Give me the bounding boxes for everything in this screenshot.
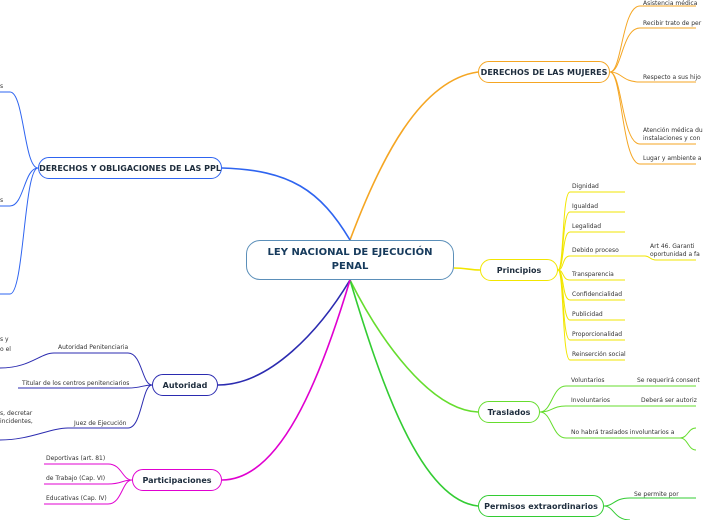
central-topic[interactable]: LEY NACIONAL DE EJECUCIÓN PENAL [246, 240, 454, 280]
leaf-autoridad-text-2[interactable]: o el [0, 346, 11, 353]
leaf-igualdad[interactable]: Igualdad [572, 203, 599, 210]
leaf-proporcionalidad[interactable]: Proporcionalidad [572, 331, 623, 338]
branch-derechos-obligaciones-ppl[interactable]: DERECHOS Y OBLIGACIONES DE LAS PPL [38, 157, 222, 179]
note-art-46-line1[interactable]: Art 46. Garanti [650, 243, 695, 250]
leaf-juez-ejecucion[interactable]: Juez de Ejecución [74, 420, 127, 427]
leaf-autoridad-text-1[interactable]: s y [0, 336, 9, 343]
leaf-reinsercion-social[interactable]: Reinserción social [572, 351, 626, 358]
branch-autoridad[interactable]: Autoridad [152, 374, 218, 396]
branch-principios[interactable]: Principios [480, 259, 558, 281]
branch-participaciones[interactable]: Participaciones [132, 469, 222, 491]
leaf-asistencia-medica[interactable]: Asistencia médica [643, 0, 698, 7]
leaf-confidencialidad[interactable]: Confidencialidad [572, 291, 623, 298]
leaf-respecto-hijos[interactable]: Respecto a sus hijo [643, 74, 701, 81]
leaf-publicidad[interactable]: Publicidad [572, 311, 603, 318]
leaf-ppl-1[interactable]: s [0, 83, 4, 90]
note-art-46-line2[interactable]: oportunidad a fa [650, 251, 700, 258]
leaf-deportivas[interactable]: Deportivas (art. 81) [46, 455, 106, 462]
leaf-debera-autorizarse[interactable]: Deberá ser autoriz [641, 397, 697, 404]
leaf-voluntarios[interactable]: Voluntarios [571, 377, 605, 384]
leaf-requerira-consentimiento[interactable]: Se requerirá consent [637, 377, 700, 384]
leaf-juez-text-1[interactable]: s, decretar [0, 410, 33, 417]
leaf-juez-text-2[interactable]: incidentes, [0, 418, 33, 425]
leaf-recibir-trato[interactable]: Recibir trato de per [643, 20, 702, 27]
leaf-debido-proceso[interactable]: Debido proceso [572, 247, 619, 254]
leaf-dignidad[interactable]: Dignidad [572, 183, 599, 190]
leaf-titular-centros[interactable]: Titular de los centros penitenciarios [22, 380, 130, 387]
branch-permisos-extraordinarios[interactable]: Permisos extraordinarios [478, 495, 604, 517]
leaf-educativas[interactable]: Educativas (Cap. IV) [46, 495, 107, 502]
leaf-ppl-2[interactable]: s [0, 197, 4, 204]
leaf-se-permite-por[interactable]: Se permite por [634, 491, 679, 498]
leaf-atencion-medica[interactable]: Atención médica du [643, 127, 703, 134]
leaf-involuntarios[interactable]: Involuntarios [571, 397, 611, 404]
leaf-instalaciones[interactable]: instalaciones y con [643, 135, 701, 142]
leaf-no-habra-traslados[interactable]: No habrá traslados involuntarios a [571, 429, 675, 436]
branch-derechos-mujeres[interactable]: DERECHOS DE LAS MUJERES [478, 61, 610, 83]
leaf-trabajo[interactable]: de Trabajo (Cap. VI) [46, 475, 106, 482]
leaf-transparencia[interactable]: Transparencia [572, 271, 614, 278]
leaf-lugar-ambiente[interactable]: Lugar y ambiente a [643, 155, 702, 162]
branch-traslados[interactable]: Traslados [478, 401, 540, 423]
leaf-legalidad[interactable]: Legalidad [572, 223, 602, 230]
leaf-autoridad-penitenciaria[interactable]: Autoridad Penitenciaria [58, 344, 129, 351]
